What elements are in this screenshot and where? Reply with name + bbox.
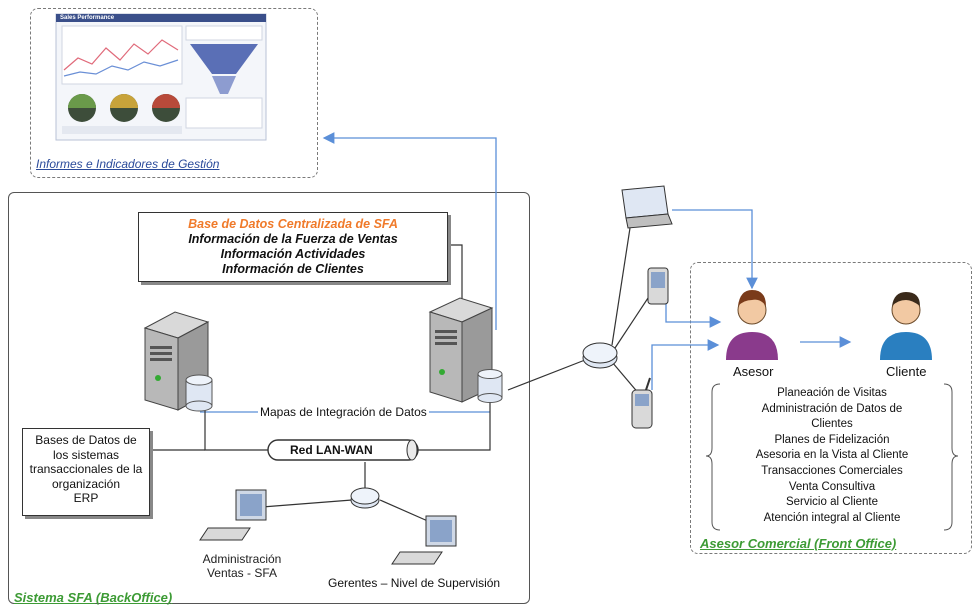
admin-label-line: Ventas - SFA [206, 566, 278, 580]
managers-label: Gerentes – Nivel de Supervisión [328, 576, 501, 590]
service-list: Planeación de Visitas Administración de … [712, 386, 952, 526]
server-network-link [507, 359, 586, 391]
legacy-db-box: Bases de Datos de los sistemas transacci… [22, 428, 150, 516]
service-item: Servicio al Cliente [785, 496, 879, 509]
central-db-line: Información Actividades [220, 247, 366, 261]
backoffice-caption: Sistema SFA (BackOffice) [14, 590, 173, 605]
legacy-db-line: transaccionales de la [29, 462, 143, 476]
lan-pipe-icon [267, 439, 419, 461]
service-item: Planeación de Visitas [777, 387, 887, 399]
backoffice-box [8, 192, 530, 604]
hub-manager-link [379, 499, 431, 523]
service-item: Planes de Fidelización [774, 433, 890, 446]
central-db-box: Base de Datos Centralizada de SFA Inform… [138, 212, 448, 282]
pda-icon [647, 267, 669, 305]
service-item: Asesoria en la Vista al Cliente [755, 449, 909, 462]
legacy-db-line: los sistemas [52, 447, 120, 462]
central-db-title: Base de Datos Centralizada de SFA [188, 217, 398, 231]
service-item: Venta Consultiva [788, 480, 876, 493]
advisor-person-icon [726, 290, 778, 360]
network-hub-icon [582, 342, 618, 369]
reports-caption: Informes e Indicadores de Gestión [36, 157, 220, 171]
integration-label: Mapas de Integración de Datos [258, 405, 429, 419]
hub-admin-link [261, 499, 353, 508]
admin-label-line: Administración [202, 552, 282, 566]
reports-box [30, 8, 318, 178]
admin-label: Administración Ventas - SFA [192, 552, 292, 580]
client-label: Cliente [886, 364, 927, 379]
lan-hub-icon [350, 487, 380, 509]
right-server-icon [428, 297, 494, 403]
frontoffice-box [690, 262, 972, 554]
frontoffice-caption: Asesor Comercial (Front Office) [700, 536, 897, 551]
right-server-lan-link [418, 398, 491, 451]
legacy-db-line: organización [51, 476, 121, 491]
manager-workstation-icon [391, 515, 457, 565]
central-db-line: Información de Clientes [222, 262, 364, 276]
service-item: Clientes [811, 418, 853, 431]
legacy-db-line: Bases de Datos de [35, 433, 137, 447]
phone-advisor-arrow [651, 339, 720, 390]
service-item: Administración de Datos de [761, 402, 903, 415]
legacy-db-line: ERP [73, 491, 99, 505]
left-db-cylinder-icon [185, 374, 213, 412]
service-item: Transacciones Comerciales [761, 464, 903, 477]
service-list-brace-icon [705, 383, 959, 531]
db-box-connector [448, 244, 463, 300]
reports-feed-arrow [322, 132, 497, 330]
service-item: Atención integral al Cliente [763, 511, 901, 524]
dashboard-header: Sales Performance [60, 15, 115, 21]
advisor-label: Asesor [733, 364, 774, 379]
lan-label: Red LAN-WAN [290, 443, 373, 457]
laptop-icon [621, 185, 673, 229]
client-person-icon [880, 292, 932, 360]
cellphone-icon [631, 377, 653, 429]
central-db-line: Información de la Fuerza de Ventas [188, 232, 398, 246]
admin-workstation-icon [199, 489, 267, 541]
laptop-advisor-arrow [672, 209, 758, 290]
right-db-cylinder-icon [477, 369, 503, 403]
pda-advisor-arrow [665, 300, 722, 328]
